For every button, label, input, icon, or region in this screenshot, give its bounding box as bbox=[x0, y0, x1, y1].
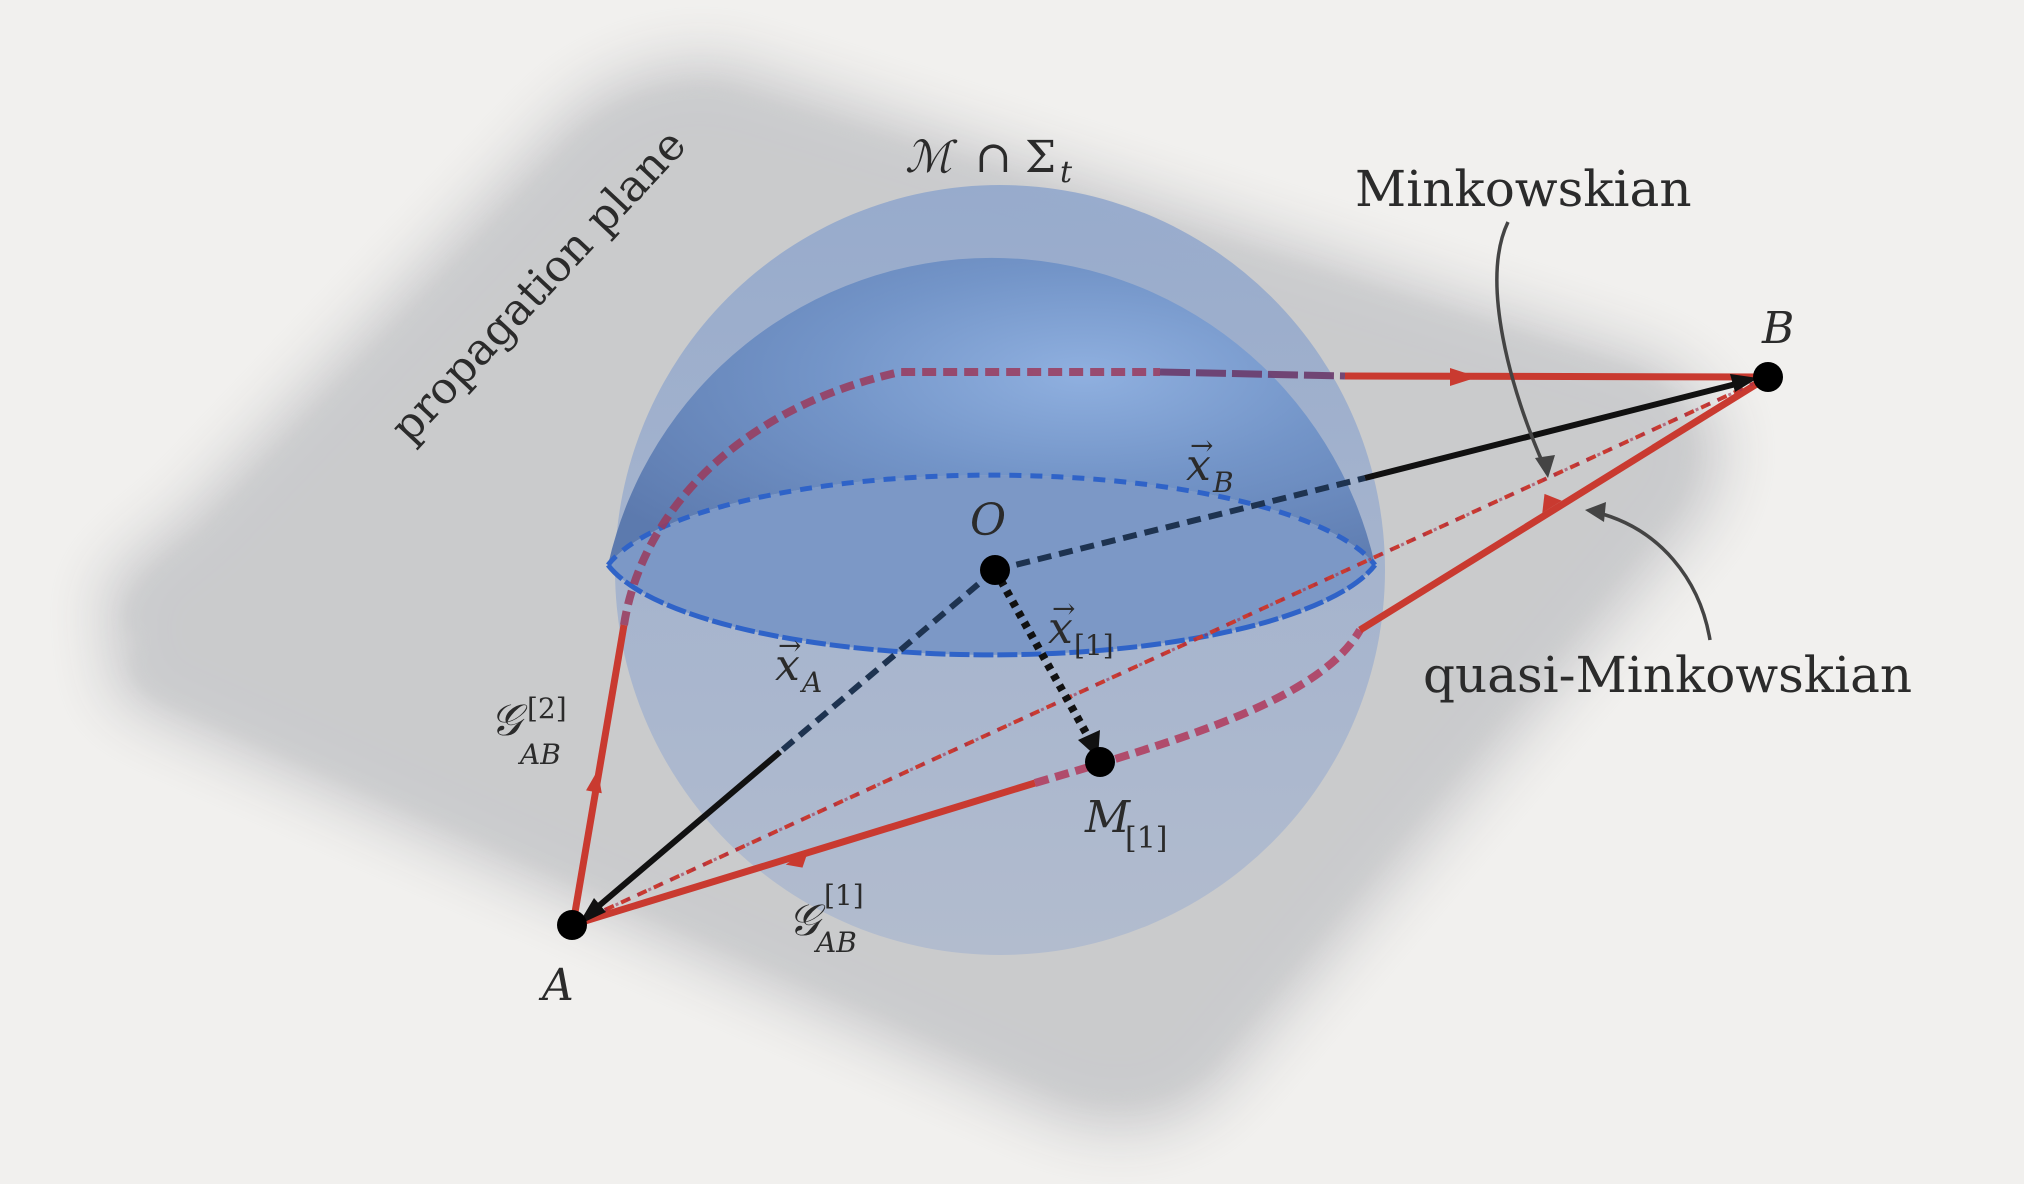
x1-sub: [1] bbox=[1074, 629, 1114, 662]
xa-arrow-glyph: → bbox=[778, 629, 801, 662]
point-m-sub: [1] bbox=[1125, 821, 1168, 856]
point-a-label: A bbox=[538, 960, 574, 1011]
minkowskian-line bbox=[571, 375, 1769, 927]
minkowskian-pointer-head bbox=[1535, 455, 1555, 478]
g2-arrow-top bbox=[1450, 368, 1478, 386]
minkowskian-label: Minkowskian bbox=[1355, 160, 1692, 218]
xb-label: → x B bbox=[1186, 429, 1234, 499]
xa-label: → x A bbox=[775, 629, 822, 699]
g2-dashed-arc bbox=[620, 368, 1160, 626]
g2-dashed-top bbox=[1159, 368, 1346, 380]
equator-front bbox=[606, 563, 1377, 658]
xa-solid bbox=[592, 749, 782, 913]
sphere-label-sub: t bbox=[1060, 155, 1073, 190]
quasi-pointer bbox=[1594, 510, 1712, 641]
point-m-label: M [1] bbox=[1084, 792, 1168, 856]
quasi-pointer-head bbox=[1585, 502, 1606, 522]
point-b-dot bbox=[1753, 362, 1783, 392]
geodesic-g2 bbox=[568, 368, 1769, 931]
x1-letter: x bbox=[1048, 603, 1073, 654]
g2-segment-b bbox=[1344, 372, 1769, 381]
xb-arrow-glyph: → bbox=[1190, 429, 1213, 462]
x1-dotted bbox=[991, 568, 1094, 742]
point-o-dot bbox=[980, 555, 1010, 585]
xa-letter: x bbox=[775, 640, 800, 691]
equator-back bbox=[606, 472, 1377, 567]
geodesic-g1 bbox=[570, 374, 1770, 929]
x1-arrow-glyph: → bbox=[1052, 592, 1075, 625]
g1-dashed-arc bbox=[1033, 628, 1364, 787]
sphere-label-op: ∩ bbox=[975, 132, 1012, 183]
g1-segment-b bbox=[1358, 374, 1770, 633]
xa-sub: A bbox=[799, 666, 822, 699]
vector-xb bbox=[994, 374, 1758, 573]
quasi-minkowskian-label: quasi-Minkowskian bbox=[1423, 646, 1912, 704]
point-m-dot bbox=[1085, 747, 1115, 777]
g2-arrow bbox=[586, 770, 602, 794]
point-o-label: O bbox=[970, 495, 1006, 546]
sphere-label: ℳ ∩ Σ t bbox=[905, 132, 1073, 190]
g1-arrow-right bbox=[1542, 493, 1562, 513]
xb-sub: B bbox=[1212, 466, 1234, 499]
point-m-letter: M bbox=[1084, 792, 1131, 843]
xa-dashed bbox=[778, 567, 997, 755]
point-a-dot bbox=[557, 910, 587, 940]
g2-sup: [2] bbox=[527, 692, 567, 725]
point-b-label: B bbox=[1761, 303, 1794, 354]
g1-sub: AB bbox=[813, 926, 857, 959]
x1-label: → x [1] bbox=[1048, 592, 1114, 662]
g1-arrow bbox=[785, 848, 809, 868]
sphere-label-sigma: Σ bbox=[1025, 132, 1056, 183]
minkowskian-pointer bbox=[1495, 221, 1547, 469]
xb-solid bbox=[1364, 380, 1741, 481]
g2-sub: AB bbox=[517, 738, 561, 771]
xb-dashed bbox=[994, 475, 1366, 573]
xb-letter: x bbox=[1186, 440, 1211, 491]
xb-arrowhead bbox=[1730, 374, 1758, 392]
g1-sup: [1] bbox=[824, 879, 864, 912]
sphere-label-script: ℳ bbox=[905, 132, 958, 183]
